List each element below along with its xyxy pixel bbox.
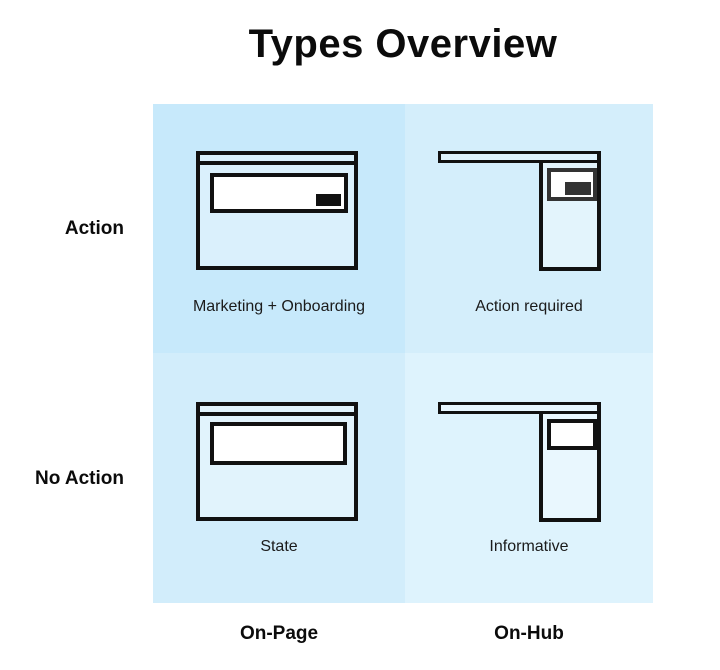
page-topbar-shape — [200, 412, 354, 416]
hub-topbar-shape — [438, 151, 600, 163]
page-title: Types Overview — [248, 22, 558, 66]
column-label-on-hub: On-Hub — [494, 623, 564, 644]
cell-action-on-hub — [405, 104, 653, 353]
caption-informative: Informative — [489, 538, 569, 555]
hub-panel-illustration — [539, 402, 601, 522]
row-label-no-action: No Action — [34, 468, 124, 489]
hub-topbar-shape — [438, 402, 600, 414]
banner-cta-button-shape — [316, 194, 341, 206]
cell-no-action-on-page — [153, 353, 405, 603]
caption-state: State — [260, 538, 298, 555]
row-label-action: Action — [64, 218, 124, 239]
banner-shape — [210, 173, 348, 213]
caption-marketing-onboarding: Marketing + Onboarding — [192, 298, 366, 315]
cell-action-on-page — [153, 104, 405, 353]
hub-card-shape — [547, 168, 597, 201]
page-topbar-shape — [200, 161, 354, 165]
hub-cta-button-shape — [565, 182, 591, 195]
column-label-on-page: On-Page — [239, 623, 319, 644]
caption-action-required: Action required — [475, 298, 583, 315]
page-banner-illustration — [196, 402, 358, 521]
hub-panel-cta-illustration — [539, 151, 601, 271]
page-banner-cta-illustration — [196, 151, 358, 270]
banner-shape — [210, 422, 347, 465]
hub-card-shape — [547, 419, 597, 450]
cell-no-action-on-hub — [405, 353, 653, 603]
